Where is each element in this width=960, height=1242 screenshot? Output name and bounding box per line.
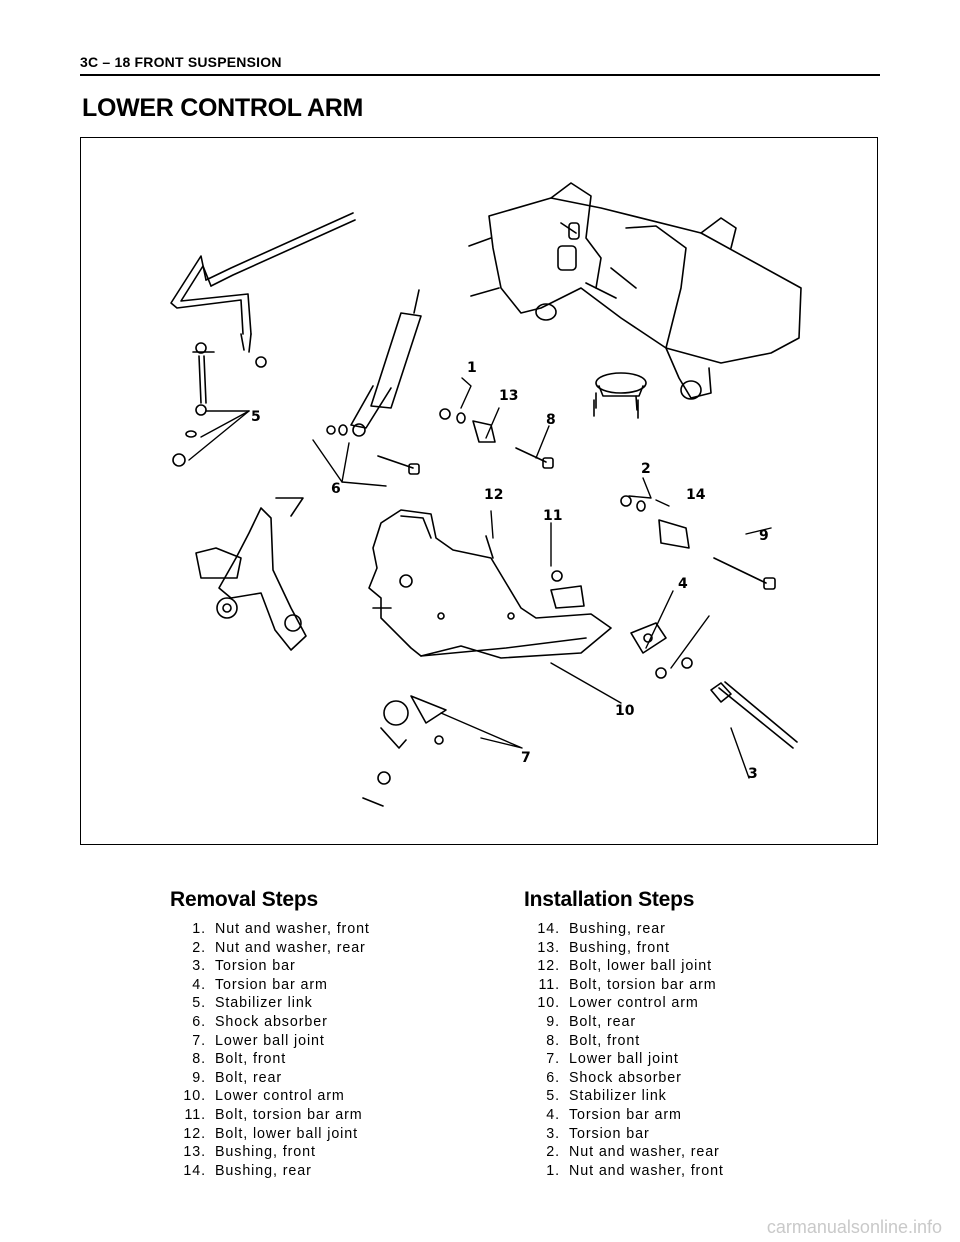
list-item: 9.Bolt, rear [192,1069,283,1086]
list-item: 14.Bushing, rear [183,1162,312,1179]
callout-9: 9 [759,528,769,544]
lower-control-arm [368,509,612,659]
callout-1: 1 [467,360,477,376]
mount-plate [595,372,647,411]
callout-10: 10 [615,703,635,719]
list-item: 1.Nut and washer, front [546,1162,724,1179]
torsion-bar-arm [485,535,693,679]
page-title: LOWER CONTROL ARM [82,94,363,122]
callout-13: 13 [499,388,518,404]
callout-7: 7 [521,750,531,766]
removal-list: 1.Nut and washer, front 2.Nut and washer… [170,920,370,1180]
list-item: 6.Shock absorber [546,1069,682,1086]
list-item: 3.Torsion bar [192,958,296,975]
list-item: 9.Bolt, rear [546,1013,637,1030]
stabilizer-bar [170,212,356,368]
callout-2: 2 [641,461,651,477]
frame-structure [468,182,802,400]
removal-steps: Removal Steps 1.Nut and washer, front 2.… [170,888,370,1180]
list-item: 10.Lower control arm [183,1088,345,1105]
bolt-set [377,399,776,590]
suspension-illustration: 1 2 3 4 5 6 7 8 9 10 11 12 13 14 [170,182,802,807]
callout-3: 3 [748,766,758,782]
list-item: 4.Torsion bar arm [546,1106,682,1123]
torsion-bar [710,681,798,749]
list-item: 5.Stabilizer link [192,995,313,1012]
list-item: 1.Nut and washer, front [192,921,370,937]
callout-8: 8 [546,412,556,428]
list-item: 5.Stabilizer link [546,1088,667,1105]
page-header: 3C – 18 FRONT SUSPENSION [80,54,282,70]
list-item: 8.Bolt, front [192,1051,287,1068]
callout-12: 12 [484,487,503,503]
list-item: 3.Torsion bar [546,1125,650,1142]
list-item: 10.Lower control arm [537,995,699,1012]
list-item: 2.Nut and washer, rear [546,1144,720,1161]
list-item: 13.Bushing, front [537,939,670,956]
callout-labels: 1 2 3 4 5 6 7 8 9 10 11 12 13 14 [251,360,769,782]
exploded-diagram: 1 2 3 4 5 6 7 8 9 10 11 12 13 14 [80,137,878,845]
installation-heading: Installation Steps [524,888,695,911]
steering-knuckle [195,497,307,651]
installation-list: 14.Bushing, rear 13.Bushing, front 12.Bo… [524,920,724,1180]
list-item: 12.Bolt, lower ball joint [537,958,712,975]
list-item: 7.Lower ball joint [546,1051,679,1068]
list-item: 14.Bushing, rear [537,921,666,937]
lower-ball-joint [362,695,447,807]
callout-6: 6 [331,481,341,497]
callout-5: 5 [251,409,261,425]
list-item: 7.Lower ball joint [192,1032,325,1049]
removal-heading: Removal Steps [170,888,318,911]
list-item: 2.Nut and washer, rear [192,939,366,956]
list-item: 13.Bushing, front [183,1144,316,1161]
shock-absorber [326,289,422,437]
stabilizer-link [172,342,215,467]
list-item: 11.Bolt, torsion bar arm [184,1106,363,1123]
callout-leaders [188,377,772,779]
list-item: 12.Bolt, lower ball joint [183,1125,358,1142]
list-item: 8.Bolt, front [546,1032,641,1049]
list-item: 6.Shock absorber [192,1013,328,1030]
callout-4: 4 [678,576,688,592]
callout-11: 11 [543,508,562,524]
list-item: 4.Torsion bar arm [192,976,328,993]
watermark: carmanualsonline.info [766,1217,942,1237]
list-item: 11.Bolt, torsion bar arm [538,976,717,993]
installation-steps: Installation Steps 14.Bushing, rear 13.B… [524,888,724,1180]
callout-14: 14 [686,487,706,503]
header-rule [80,74,880,76]
